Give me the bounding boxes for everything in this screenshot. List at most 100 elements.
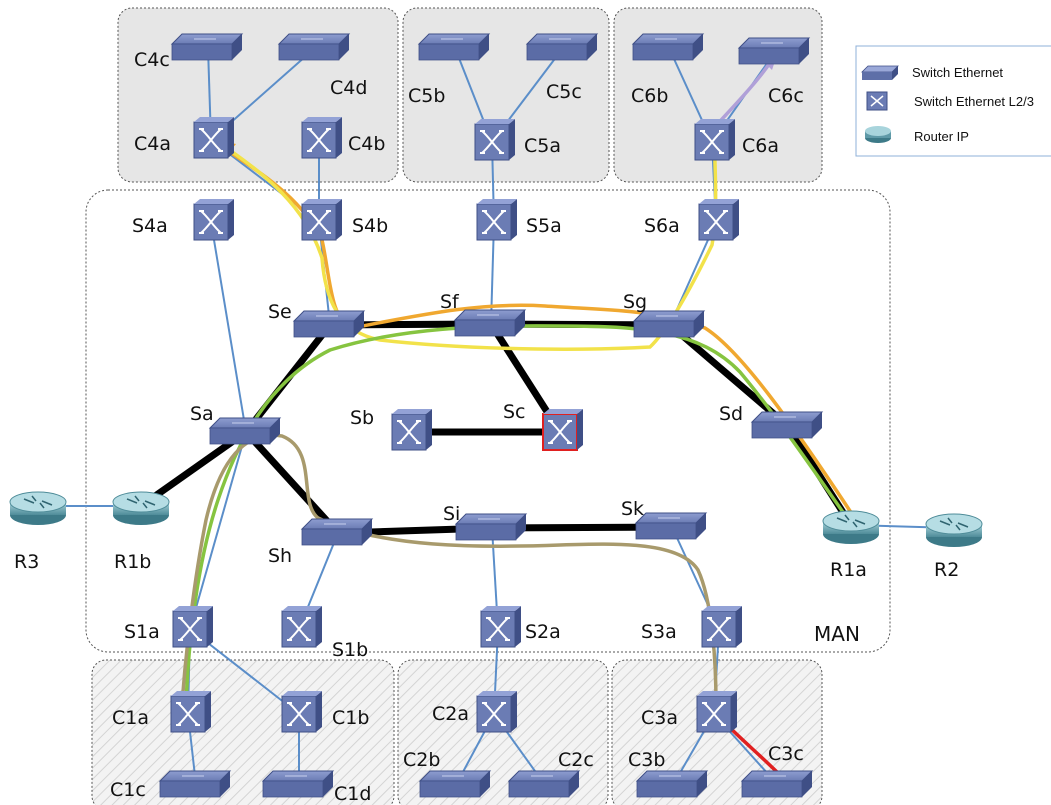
label-C6c: C6c xyxy=(768,85,804,107)
label-Se: Se xyxy=(268,301,292,323)
devices-layer xyxy=(9,33,983,798)
legend-switch-icon xyxy=(861,65,899,80)
label-Sk: Sk xyxy=(621,498,644,520)
router-icon-R1b xyxy=(112,491,170,525)
label-S2a: S2a xyxy=(525,621,561,643)
l23-switch-icon-C5a xyxy=(474,119,515,161)
client-region-2 xyxy=(397,659,609,805)
router-icon-R2 xyxy=(925,513,983,547)
label-C5c: C5c xyxy=(546,81,582,103)
l23-switch-icon-C2a xyxy=(476,691,517,733)
label-Sh: Sh xyxy=(268,545,292,567)
man-region-label: MAN xyxy=(814,622,860,646)
l23-switch-icon-C4b xyxy=(301,117,342,159)
legend: Switch Ethernet Switch Ethernet L2/3 Rou… xyxy=(855,45,1051,157)
legend-switch-label: Switch Ethernet xyxy=(912,65,1003,80)
switch-icon-Sg xyxy=(632,310,706,338)
label-C2b: C2b xyxy=(403,749,440,771)
link-S4a-Sa xyxy=(210,221,247,433)
legend-router-label: Router IP xyxy=(914,129,969,144)
switch-icon-C3c xyxy=(740,770,814,798)
trunk-Sa-Sh xyxy=(243,429,341,536)
label-Sa: Sa xyxy=(190,403,214,425)
label-Si: Si xyxy=(443,503,460,525)
l23-switch-icon-C6a xyxy=(694,119,735,161)
l23-switch-icon-C1b xyxy=(281,691,322,733)
switch-icon-C2c xyxy=(507,770,581,798)
switch-icon-Se xyxy=(292,310,366,338)
label-S1a: S1a xyxy=(124,621,160,643)
switch-icon-Si xyxy=(454,513,528,541)
label-Sb: Sb xyxy=(350,407,374,429)
switch-icon-Sh xyxy=(300,518,374,546)
router-icon-R1a xyxy=(822,510,880,544)
label-C3c: C3c xyxy=(768,743,804,765)
label-C2c: C2c xyxy=(558,749,594,771)
label-S4b: S4b xyxy=(352,215,388,237)
label-S5a: S5a xyxy=(526,215,562,237)
label-C3b: C3b xyxy=(628,749,665,771)
switch-icon-C1d xyxy=(261,770,335,798)
l23-switch-icon-S1b xyxy=(281,606,322,648)
switch-icon-C6b xyxy=(631,33,705,61)
switch-icon-C6c xyxy=(737,37,811,65)
switch-icon-Sa xyxy=(208,417,282,445)
label-C4a: C4a xyxy=(134,133,171,155)
l23-switch-icon-Sc xyxy=(542,409,583,451)
client-region-3 xyxy=(611,659,823,805)
l23-switch-icon-Sb xyxy=(391,409,432,451)
label-C1a: C1a xyxy=(112,707,149,729)
label-R1a: R1a xyxy=(830,559,867,581)
label-C4b: C4b xyxy=(348,133,385,155)
label-C1c: C1c xyxy=(110,779,146,801)
path-green xyxy=(184,324,852,710)
label-Sc: Sc xyxy=(503,401,526,423)
label-R1b: R1b xyxy=(114,551,151,573)
label-S6a: S6a xyxy=(644,215,680,237)
label-S4a: S4a xyxy=(132,215,168,237)
l23-switch-icon-S3a xyxy=(701,606,742,648)
label-R3: R3 xyxy=(14,551,39,573)
legend-l23-switch-icon xyxy=(866,91,888,111)
label-C4d: C4d xyxy=(330,77,367,99)
link-Sa-S1a xyxy=(189,431,247,630)
label-C1d: C1d xyxy=(334,783,371,805)
router-icon-R3 xyxy=(9,491,67,525)
label-C6a: C6a xyxy=(742,135,779,157)
label-C1b: C1b xyxy=(332,707,369,729)
label-C5b: C5b xyxy=(408,85,445,107)
label-Sg: Sg xyxy=(623,291,647,313)
label-Sf: Sf xyxy=(440,291,460,313)
legend-router-icon xyxy=(865,126,891,143)
label-C2a: C2a xyxy=(432,703,469,725)
l23-switch-icon-C4a xyxy=(193,117,234,159)
label-C5a: C5a xyxy=(524,135,561,157)
l23-switch-icon-S1a xyxy=(172,606,213,648)
switch-icon-C3b xyxy=(635,770,709,798)
label-C6b: C6b xyxy=(631,85,668,107)
switch-icon-C4c xyxy=(170,33,244,61)
switch-icon-C2b xyxy=(418,770,492,798)
switch-icon-Sf xyxy=(453,309,527,337)
l23-switch-icon-S4a xyxy=(193,199,234,241)
l23-switch-icon-S5a xyxy=(476,199,517,241)
switch-icon-C5b xyxy=(417,33,491,61)
legend-l23-label: Switch Ethernet L2/3 xyxy=(914,94,1034,109)
label-Sd: Sd xyxy=(719,403,743,425)
l23-switch-icon-C1a xyxy=(170,691,211,733)
l23-switch-icon-S2a xyxy=(480,606,521,648)
l23-switch-icon-S6a xyxy=(698,199,739,241)
label-R2: R2 xyxy=(934,559,959,581)
switch-icon-Sd xyxy=(750,411,824,439)
switch-icon-C4d xyxy=(277,33,351,61)
l23-switch-icon-C3a xyxy=(696,691,737,733)
switch-icon-C1c xyxy=(158,770,232,798)
switch-icon-C5c xyxy=(525,33,599,61)
label-S1b: S1b xyxy=(332,639,368,661)
l23-switch-icon-S4b xyxy=(301,199,342,241)
switch-icon-Sk xyxy=(634,512,708,540)
label-S3a: S3a xyxy=(641,621,677,643)
label-C4c: C4c xyxy=(134,49,170,71)
